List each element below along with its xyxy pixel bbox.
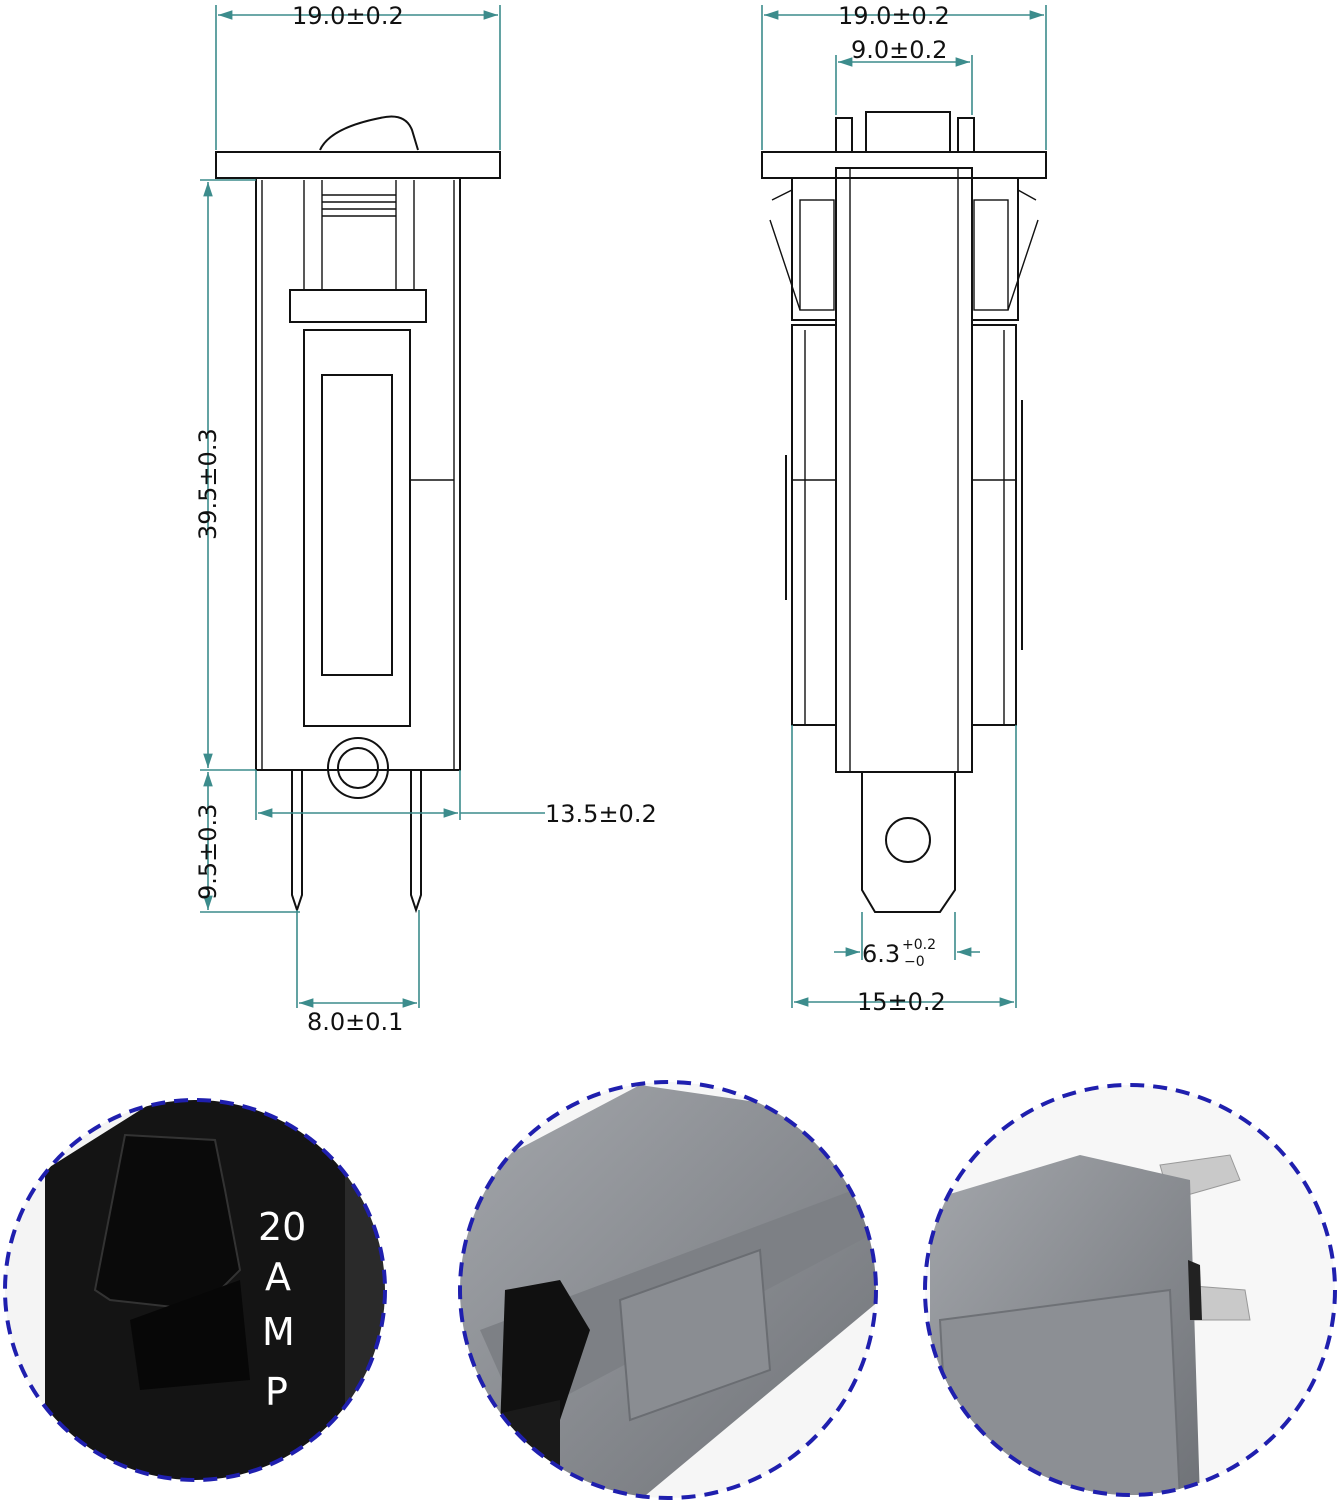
side-bezel: [761, 151, 1047, 179]
rating-unit-m: M: [262, 1310, 295, 1354]
dashed-circle-frame: [923, 1083, 1337, 1497]
mounting-hole: [327, 737, 389, 799]
quick-connect-terminal: [861, 772, 956, 913]
photo-body-closeup: [458, 1080, 878, 1500]
dim-pin-length: 9.5±0.3: [194, 804, 222, 900]
side-view: 19.0±0.2 9.0±0.2 6.3 +0.2 −0 15±0.2: [761, 2, 1047, 1016]
rating-unit-a: A: [265, 1255, 291, 1299]
dim-body-depth: 15±0.2: [857, 988, 946, 1016]
rocker-actuator: [319, 115, 419, 151]
dashed-circle-frame: [458, 1080, 878, 1500]
front-view: 19.0±0.2 39.5±0.3 9.5±0.3 13.5±0.2 8.0±0…: [194, 2, 657, 1036]
photo-terminal-closeup: [923, 1083, 1337, 1497]
front-body: [255, 177, 461, 771]
dim-side-width: 19.0±0.2: [838, 2, 950, 30]
dim-pin-spacing: 8.0±0.1: [307, 1008, 403, 1036]
rating-number: 20: [258, 1205, 306, 1249]
terminal-pins: [291, 770, 422, 914]
side-body: [835, 167, 973, 773]
dim-actuator-width: 9.0±0.2: [851, 36, 947, 64]
dim-terminal-tol-minus: −0: [904, 954, 925, 970]
dim-terminal-tol-plus: +0.2: [902, 937, 936, 953]
dim-body-width: 13.5±0.2: [545, 800, 657, 828]
dim-terminal-width: 6.3: [862, 940, 900, 968]
dim-front-width: 19.0±0.2: [292, 2, 404, 30]
dashed-circle-frame: [3, 1098, 387, 1482]
dim-body-height: 39.5±0.3: [194, 428, 222, 540]
front-bezel: [215, 151, 501, 179]
photo-front-closeup: 20 A M P: [3, 1098, 387, 1482]
rating-unit-p: P: [265, 1370, 288, 1414]
